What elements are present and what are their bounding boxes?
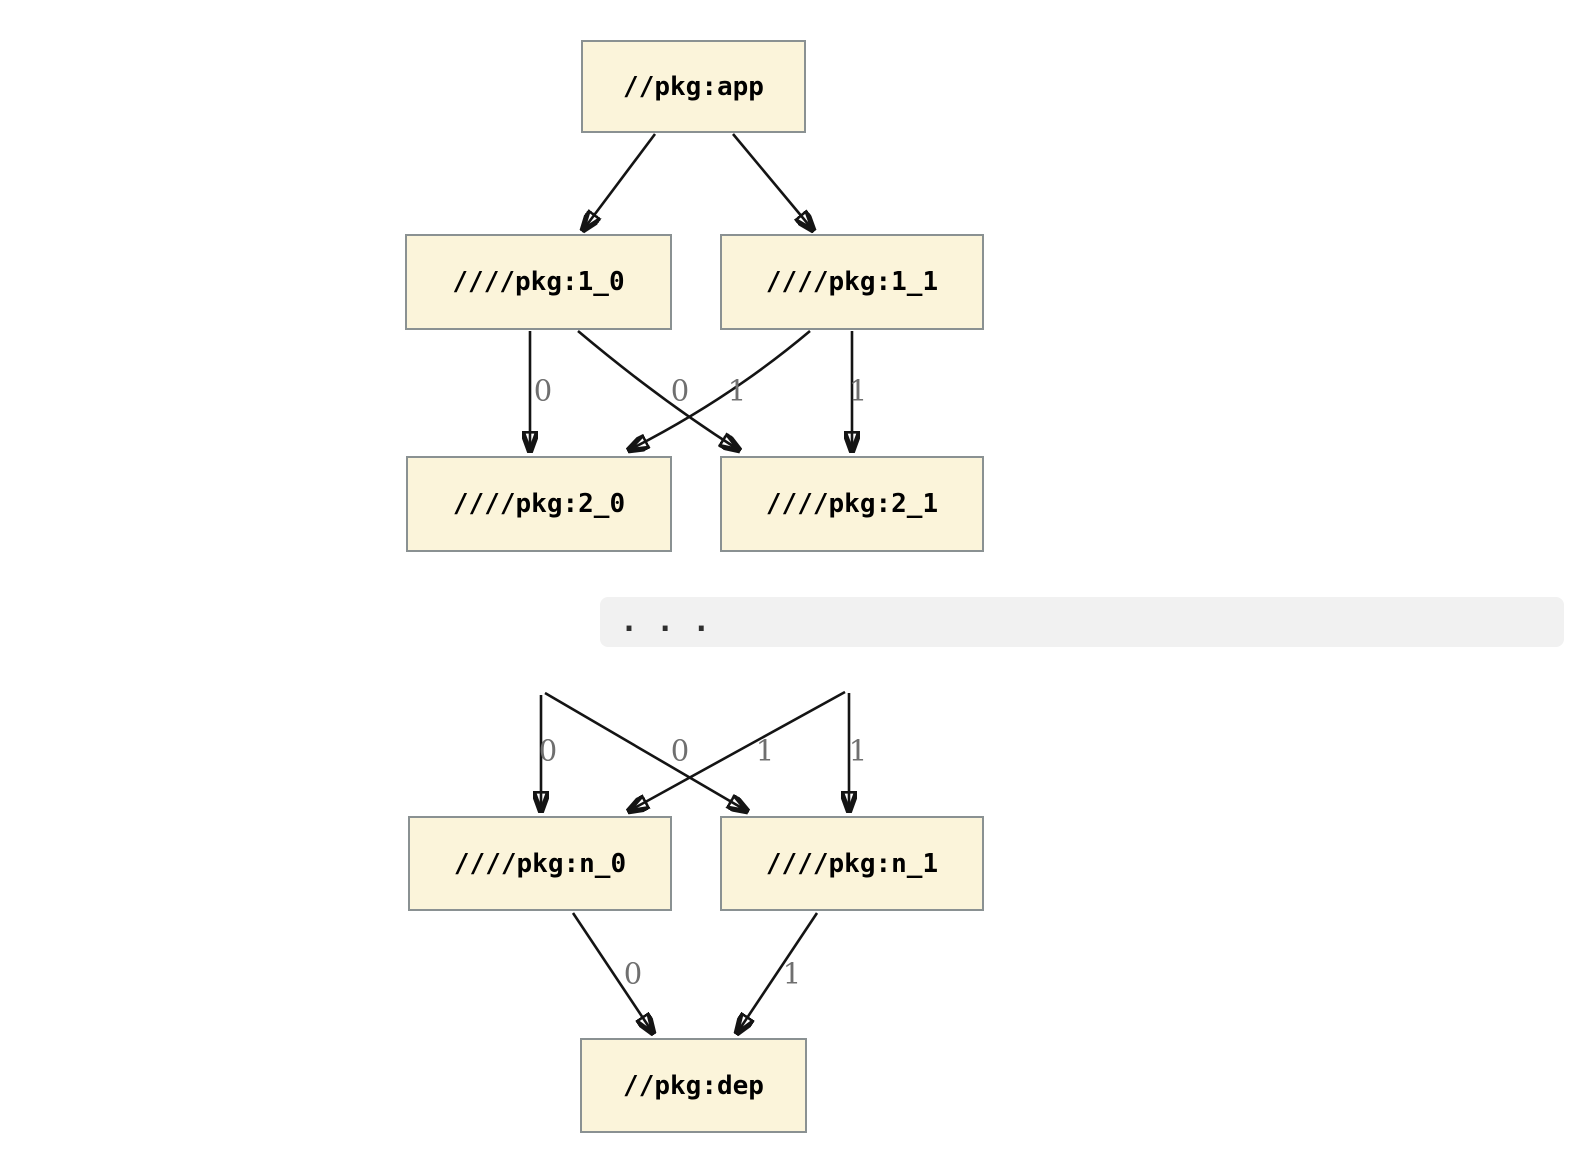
edge-1_0-to-2_1 — [577, 330, 739, 450]
node-label: ////pkg:n_0 — [453, 848, 627, 879]
edge-label: 1 — [782, 956, 802, 991]
edge-1_1-to-2_0 — [629, 330, 811, 450]
node-label: ////pkg:n_1 — [765, 848, 939, 879]
edge-n_0-to-dep — [571, 912, 653, 1033]
node-pkg-2-0: ////pkg:2_0 — [406, 456, 672, 552]
ellipsis-text: . . . — [620, 604, 711, 639]
node-label: ////pkg:1_1 — [765, 267, 939, 297]
edge-break-to-n_1-cross — [544, 691, 747, 811]
edge-label: 0 — [538, 733, 558, 768]
node-pkg-dep: //pkg:dep — [580, 1038, 807, 1133]
node-pkg-app: //pkg:app — [581, 40, 806, 133]
code-ellipsis-block: . . . — [600, 597, 1564, 647]
node-pkg-n-1: ////pkg:n_1 — [720, 816, 984, 911]
node-pkg-1-1: ////pkg:1_1 — [720, 234, 984, 330]
node-label: ////pkg:2_0 — [452, 489, 626, 519]
node-label: ////pkg:1_0 — [452, 267, 625, 297]
node-pkg-1-0: ////pkg:1_0 — [405, 234, 672, 330]
edge-label: 1 — [727, 373, 747, 408]
edge-label: 1 — [848, 733, 868, 768]
node-label: ////pkg:2_1 — [765, 489, 939, 519]
edge-label: 1 — [848, 373, 868, 408]
edge-n_1-to-dep — [737, 912, 819, 1033]
edge-label: 0 — [670, 373, 690, 408]
edge-app-to-1_1 — [732, 133, 813, 230]
node-pkg-n-0: ////pkg:n_0 — [408, 816, 672, 911]
edge-app-to-1_0 — [583, 133, 657, 230]
node-label: //pkg:app — [623, 71, 764, 102]
node-pkg-2-1: ////pkg:2_1 — [720, 456, 984, 552]
edge-label: 0 — [623, 956, 643, 991]
edge-break-to-n_0-cross — [629, 690, 846, 811]
edge-label: 0 — [533, 373, 553, 408]
edge-label: 1 — [755, 733, 775, 768]
node-label: //pkg:dep — [623, 1070, 764, 1101]
edge-label: 0 — [670, 733, 690, 768]
